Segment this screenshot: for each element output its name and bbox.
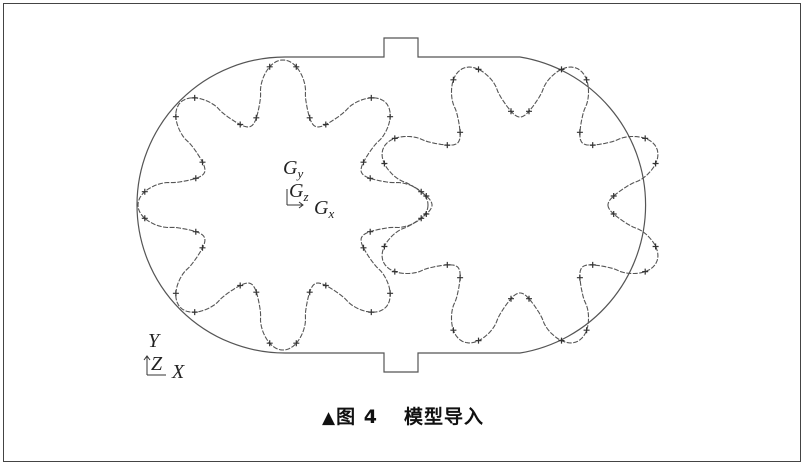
node-marker — [457, 129, 464, 136]
node-marker — [322, 121, 329, 128]
gear-frame-gy: Gy — [283, 157, 303, 181]
node-marker — [526, 295, 532, 302]
caption-figure-number: 图 4 — [336, 406, 378, 428]
node-marker — [457, 274, 464, 281]
node-marker — [387, 290, 394, 297]
node-marker — [610, 193, 617, 199]
node-marker — [391, 135, 398, 142]
node-marker — [191, 309, 198, 316]
node-marker — [610, 211, 617, 217]
node-marker — [642, 135, 649, 142]
pump-housing — [136, 37, 647, 373]
node-marker — [293, 340, 300, 347]
node-marker — [367, 175, 374, 182]
node-marker — [418, 215, 425, 222]
node-marker — [450, 327, 457, 334]
global-axis-x: X — [171, 361, 185, 383]
node-marker — [360, 159, 367, 166]
node-marker — [381, 243, 388, 250]
node-marker — [172, 113, 179, 120]
node-marker — [576, 274, 583, 281]
node-marker — [367, 228, 374, 235]
node-marker — [172, 290, 179, 297]
node-marker — [199, 244, 206, 251]
node-marker — [368, 94, 375, 101]
caption-title: 模型导入 — [403, 406, 484, 428]
node-marker — [558, 66, 565, 73]
node-marker — [391, 268, 398, 275]
node-marker — [583, 327, 590, 334]
node-marker — [253, 289, 260, 296]
node-marker — [266, 63, 273, 70]
node-marker — [387, 113, 394, 120]
node-marker — [237, 121, 244, 128]
node-marker — [576, 129, 583, 136]
node-marker — [293, 63, 300, 70]
global-axis-y: Y — [148, 330, 161, 352]
node-marker — [141, 215, 148, 222]
node-marker — [253, 114, 260, 121]
node-marker — [558, 337, 565, 344]
gear-axis-glyph — [286, 189, 304, 209]
node-marker — [508, 108, 514, 115]
node-markers — [141, 63, 659, 347]
gear-frame-gz: Gz — [289, 180, 309, 204]
figure-frame — [3, 3, 801, 462]
node-marker — [508, 295, 514, 302]
node-marker — [306, 114, 313, 121]
node-marker — [192, 175, 199, 182]
node-marker — [141, 188, 148, 195]
node-marker — [475, 66, 482, 73]
node-marker — [423, 193, 430, 199]
node-marker — [589, 261, 596, 268]
global-axis-z: Z — [151, 353, 163, 375]
node-marker — [306, 289, 313, 296]
node-marker — [418, 188, 425, 195]
node-marker — [237, 282, 244, 289]
figure-caption: ▲图 4 模型导入 — [0, 402, 806, 429]
node-marker — [192, 228, 199, 235]
node-marker — [652, 243, 659, 250]
node-marker — [191, 94, 198, 101]
node-marker — [444, 142, 451, 149]
node-marker — [199, 159, 206, 166]
node-marker — [589, 142, 596, 149]
node-marker — [450, 76, 457, 83]
node-marker — [423, 211, 430, 217]
node-marker — [475, 337, 482, 344]
node-marker — [583, 76, 590, 83]
housing-outline — [136, 37, 647, 373]
caption-marker: ▲ — [322, 408, 337, 428]
left-gear-profile — [137, 59, 429, 351]
node-marker — [322, 282, 329, 289]
node-marker — [526, 108, 532, 115]
node-marker — [652, 160, 659, 167]
gear-frame-gx: Gx — [314, 197, 334, 221]
node-marker — [642, 268, 649, 275]
node-marker — [444, 261, 451, 268]
node-marker — [360, 244, 367, 251]
right-gear-profile — [381, 66, 659, 344]
node-marker — [368, 309, 375, 316]
node-marker — [381, 160, 388, 167]
global-axis-glyph — [143, 355, 166, 376]
node-marker — [266, 340, 273, 347]
gears — [137, 59, 659, 351]
